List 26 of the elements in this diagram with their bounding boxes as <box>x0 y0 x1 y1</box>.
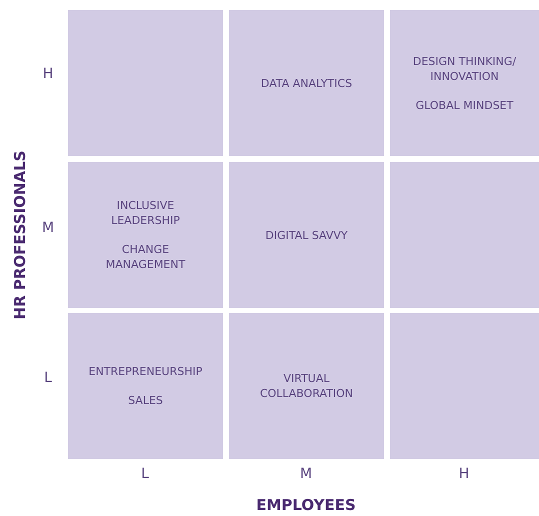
axis-title: HR PROFESSIONALS <box>11 150 29 320</box>
column-label: H <box>458 466 470 482</box>
skill-label: GLOBAL MINDSET <box>416 98 514 112</box>
matrix-cell <box>390 313 539 459</box>
skill-label: DATA ANALYTICS <box>260 76 352 90</box>
matrix-cell <box>229 10 384 156</box>
matrix-cell <box>229 313 384 459</box>
matrix-cell <box>68 313 223 459</box>
column-label: L <box>141 466 149 482</box>
row-label: H <box>42 66 54 82</box>
matrix-cell <box>390 10 539 156</box>
column-label: M <box>300 466 312 482</box>
skill-label: DIGITAL SAVVY <box>265 228 348 242</box>
row-label: M <box>42 220 54 236</box>
skill-label: CHANGE MANAGEMENT <box>104 242 186 272</box>
skill-label: ENTREPRENEURSHIP <box>88 364 202 379</box>
matrix-cell <box>68 10 223 156</box>
matrix-cell <box>390 162 539 308</box>
skill-label: INCLUSIVE LEADERSHIP <box>110 198 181 228</box>
skill-label: VIRTUAL COLLABORATION <box>258 371 354 401</box>
axis-title: EMPLOYEES <box>256 496 356 514</box>
row-label: L <box>44 370 52 386</box>
skill-label: DESIGN THINKING/ INNOVATION <box>412 54 518 84</box>
matrix-cell <box>229 162 384 308</box>
skill-label: SALES <box>128 393 163 408</box>
matrix-cell <box>68 162 223 308</box>
